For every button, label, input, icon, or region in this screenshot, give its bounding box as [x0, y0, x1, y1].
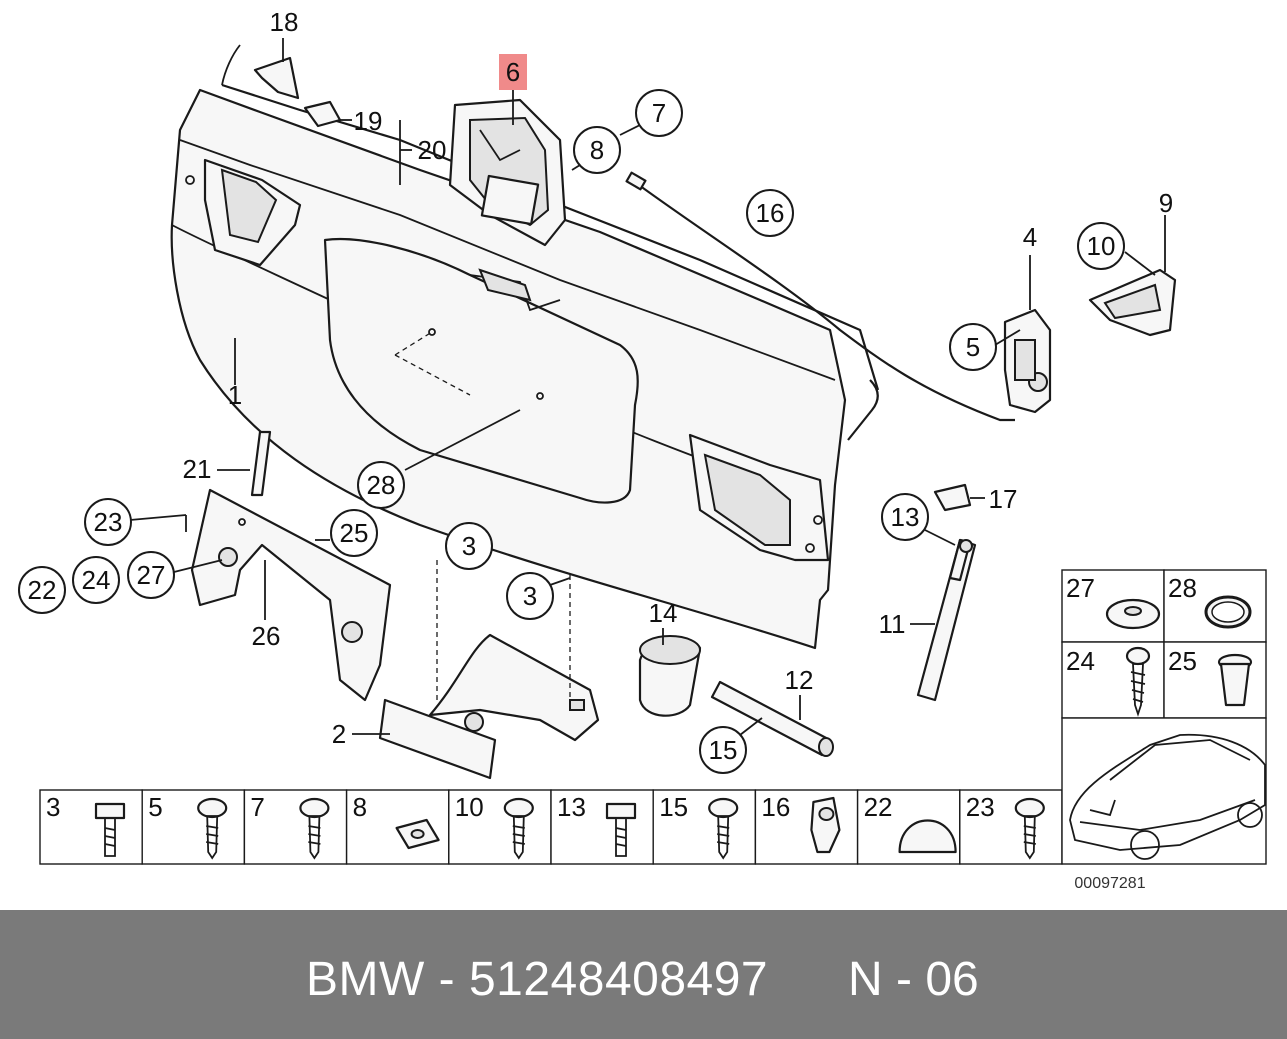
diagram-code-caption: N - 06 — [848, 953, 979, 1006]
rod-12 — [710, 680, 834, 757]
hardware-label: 3 — [46, 792, 60, 822]
label-18: 18 — [270, 7, 299, 37]
screw-icon — [197, 797, 228, 860]
rubber-buffer-14 — [638, 635, 702, 717]
hardware-cell — [550, 789, 654, 865]
grid-label-28: 28 — [1168, 573, 1197, 603]
cable-clip-icon — [810, 796, 841, 854]
part-number-labels: 18 19 20 6 7 8 16 9 10 4 5 1 21 28 17 13… — [28, 7, 1174, 765]
bracket-18 — [253, 56, 300, 100]
seal-end-left — [221, 44, 241, 86]
label-13: 13 — [891, 502, 920, 532]
hardware-label: 15 — [659, 792, 688, 822]
screw-icon — [708, 797, 739, 860]
hinge-2 — [378, 633, 600, 780]
clip-19 — [303, 100, 342, 128]
diagram-id: 00097281 — [1074, 875, 1145, 892]
hardware-label: 8 — [353, 792, 367, 822]
label-20: 20 — [418, 135, 447, 165]
label-12: 12 — [785, 665, 814, 695]
label-14: 14 — [649, 598, 678, 628]
label-10: 10 — [1087, 231, 1116, 261]
diagram-canvas: 18 19 20 6 7 8 16 9 10 4 5 1 21 28 17 13… — [18, 7, 1267, 892]
label-8: 8 — [590, 135, 604, 165]
label-5: 5 — [966, 332, 980, 362]
hardware-cell — [141, 789, 246, 865]
grid-label-27: 27 — [1066, 573, 1095, 603]
label-2: 2 — [332, 719, 346, 749]
side-grid: 27 28 24 25 — [1061, 569, 1267, 865]
footer-bar: BMW - 51248408497 N - 06 — [0, 910, 1287, 1039]
grid-label-25: 25 — [1168, 646, 1197, 676]
circled-labels — [18, 89, 1125, 774]
hardware-label: 5 — [148, 792, 162, 822]
highlight-part-6 — [499, 54, 527, 90]
label-16: 16 — [756, 198, 785, 228]
hardware-label: 13 — [557, 792, 586, 822]
part-number-caption: BMW - 51248408497 — [306, 953, 769, 1006]
cable-end — [625, 171, 647, 191]
hardware-cell — [243, 789, 348, 865]
lock-actuator-6 — [448, 98, 567, 247]
screw-icon — [503, 797, 534, 860]
clip-nut-icon — [395, 818, 440, 850]
bolt-icon — [94, 802, 126, 857]
label-6: 6 — [506, 57, 520, 87]
car-location-icon — [1069, 733, 1266, 860]
hardware-label: 16 — [761, 792, 790, 822]
seal-17 — [933, 483, 972, 512]
label-27: 27 — [137, 560, 166, 590]
label-28: 28 — [367, 470, 396, 500]
label-21: 21 — [183, 454, 212, 484]
bowden-cable-16 — [631, 179, 1015, 422]
label-23: 23 — [94, 507, 123, 537]
gas-strut-11 — [916, 538, 977, 702]
hardware-cell — [448, 789, 552, 865]
expanding-nut-25-icon — [1217, 653, 1253, 707]
label-15: 15 — [709, 735, 738, 765]
label-4: 4 — [1023, 222, 1037, 252]
hardware-cell — [754, 789, 859, 865]
hardware-label: 10 — [455, 792, 484, 822]
bolt-icon — [605, 802, 637, 857]
bracket-9 — [1088, 268, 1177, 337]
screw-icon — [1014, 797, 1045, 860]
label-24: 24 — [82, 565, 111, 595]
trim-panel-25 — [190, 488, 392, 702]
seal-strip-end — [847, 379, 879, 441]
hardware-label: 22 — [864, 792, 893, 822]
label-7: 7 — [652, 98, 666, 128]
label-19: 19 — [354, 106, 383, 136]
hardware-label: 23 — [966, 792, 995, 822]
strip-21 — [250, 430, 272, 497]
trunk-lid-panel — [170, 88, 847, 650]
plug-icon — [898, 819, 957, 854]
label-3b: 3 — [523, 581, 537, 611]
label-25: 25 — [340, 518, 369, 548]
hardware-row: 3 5 7 8 10 13 15 16 22 23 — [39, 789, 1063, 865]
hardware-cell — [959, 789, 1063, 865]
screw-icon — [299, 797, 330, 860]
label-3a: 3 — [462, 531, 476, 561]
latch-4 — [1003, 308, 1052, 414]
screw-24-icon — [1125, 646, 1151, 717]
label-11: 11 — [879, 609, 906, 639]
label-17: 17 — [989, 484, 1018, 514]
parts-diagram: 18 19 20 6 7 8 16 9 10 4 5 1 21 28 17 13… — [18, 7, 1267, 892]
hardware-label: 7 — [250, 792, 264, 822]
label-9: 9 — [1159, 188, 1173, 218]
leader-lines — [129, 38, 1166, 736]
grid-label-24: 24 — [1066, 646, 1095, 676]
hardware-cell — [39, 789, 143, 865]
label-22: 22 — [28, 575, 57, 605]
label-1: 1 — [228, 380, 242, 410]
label-26: 26 — [252, 621, 281, 651]
